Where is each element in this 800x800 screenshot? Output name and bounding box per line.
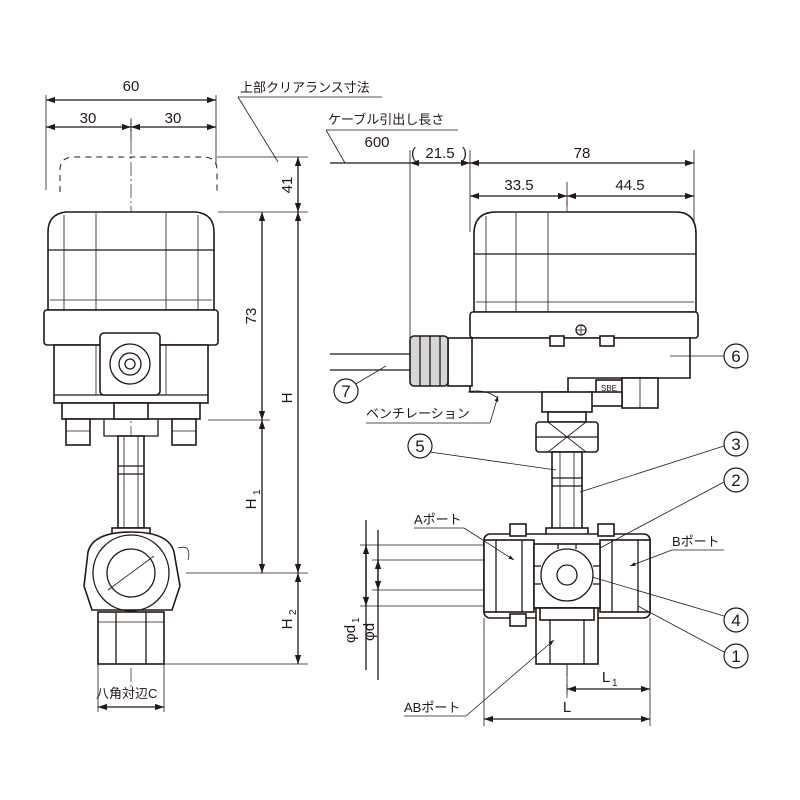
svg-text:7: 7	[341, 382, 350, 401]
ball	[540, 548, 594, 602]
dim-width-total: 60	[123, 78, 140, 95]
dim-height-H: H	[279, 393, 296, 404]
dim-L1: L	[602, 669, 610, 686]
callout-5: 5	[407, 433, 557, 471]
lower-port-front	[97, 611, 165, 665]
actuator-cover-side	[473, 211, 697, 313]
dim-height-H1: H	[243, 499, 260, 510]
a-port	[483, 539, 535, 613]
a-port-label: Aポート	[414, 512, 462, 527]
side-view: ケーブル引出し長さ 600 ( 21.5 ) 78 33.5 44.5	[325, 112, 749, 726]
dim-33-5: 33.5	[504, 177, 533, 194]
cable-gland-side	[409, 335, 449, 387]
dim-width-half-left: 30	[80, 110, 97, 127]
callout-2: 2	[599, 467, 749, 549]
paren-close: )	[462, 145, 467, 162]
b-port	[599, 539, 651, 613]
svg-text:5: 5	[415, 437, 424, 456]
ventilation-label: ベンチレーション	[366, 406, 470, 421]
svg-text:2: 2	[731, 471, 740, 490]
dim-L: L	[563, 699, 571, 716]
b-port-label: Bポート	[672, 534, 720, 549]
svg-text:1: 1	[731, 647, 740, 666]
dim-44-5: 44.5	[615, 177, 644, 194]
cable-gland	[99, 332, 161, 396]
callout-3: 3	[579, 431, 749, 493]
svg-text:4: 4	[731, 611, 740, 630]
dim-height-H2: H	[279, 619, 296, 630]
svg-text:6: 6	[731, 347, 740, 366]
paren-open: (	[411, 145, 416, 162]
stem	[551, 451, 583, 535]
model-tag: SBE	[601, 384, 617, 393]
bolt-left	[65, 418, 91, 446]
dim-cable-length: 600	[364, 134, 389, 151]
front-view: 60 30 30 上部クリアランス寸法	[43, 78, 382, 712]
dim-width-half-right: 30	[165, 110, 182, 127]
hex-label: 八角対辺C	[96, 686, 157, 701]
cable-length-label: ケーブル引出し長さ	[328, 112, 444, 127]
dim-phi-d1-sub: 1	[351, 617, 362, 623]
dim-78: 78	[574, 145, 591, 162]
dim-actuator-height: 73	[243, 308, 260, 325]
dim-phi-d1: φd	[342, 625, 359, 643]
svg-text:3: 3	[731, 435, 740, 454]
callout-4: 4	[591, 576, 749, 633]
callout-6: 6	[670, 343, 749, 369]
dim-phi-d: φd	[361, 623, 378, 641]
dim-L1-sub: 1	[612, 678, 618, 689]
bolt-right	[171, 418, 197, 446]
valve-body-front	[83, 531, 181, 611]
top-clearance-label: 上部クリアランス寸法	[240, 80, 370, 95]
callout-1: 1	[637, 605, 749, 669]
actuator-cover	[47, 211, 215, 311]
actuator-base-side	[469, 337, 691, 393]
ab-port-label: ABポート	[404, 700, 460, 715]
dim-21-5: 21.5	[425, 145, 454, 162]
dim-height-H1-sub: 1	[252, 489, 263, 495]
dim-top-clearance: 41	[279, 177, 296, 194]
callout-7: 7	[333, 365, 387, 404]
dim-height-H2-sub: 2	[288, 609, 299, 615]
